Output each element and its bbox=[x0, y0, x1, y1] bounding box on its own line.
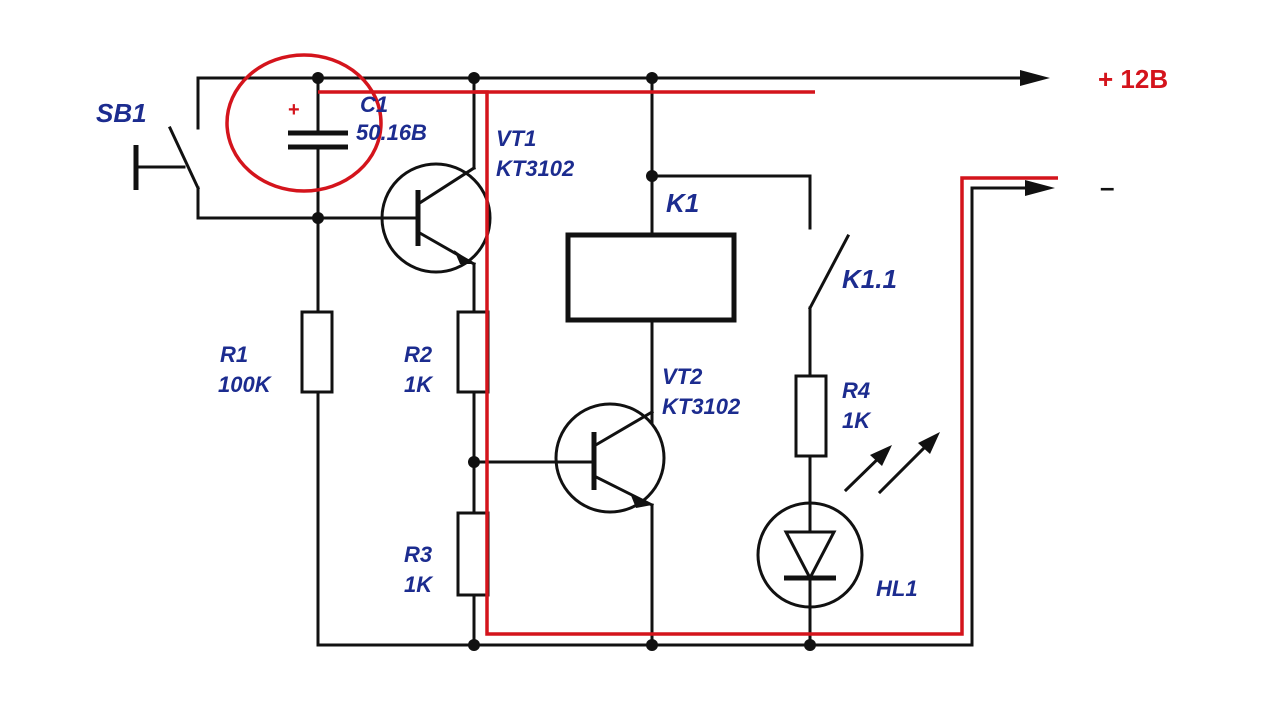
k1-label: K1 bbox=[666, 188, 699, 218]
vt1-transistor bbox=[316, 76, 492, 647]
r1-label: R1 bbox=[220, 342, 248, 367]
r4-resistor bbox=[794, 374, 828, 458]
negative-rail bbox=[316, 180, 1055, 647]
vt2-transistor bbox=[472, 402, 666, 647]
r2-label: R2 bbox=[404, 342, 433, 367]
r4-value: 1K bbox=[842, 408, 872, 433]
r2-value: 1K bbox=[404, 372, 434, 397]
hl1-led bbox=[756, 432, 940, 647]
r3-resistor bbox=[456, 511, 490, 597]
r1-value: 100K bbox=[218, 372, 273, 397]
positive-rail-label: + 12B bbox=[1098, 64, 1168, 94]
junction-dots bbox=[312, 72, 816, 651]
c1-polarity: + bbox=[288, 99, 300, 121]
r2-resistor bbox=[456, 310, 490, 394]
r3-value: 1K bbox=[404, 572, 434, 597]
vt2-part: KT3102 bbox=[662, 394, 741, 419]
c1-label: C1 bbox=[360, 92, 388, 117]
negative-rail-label: – bbox=[1100, 172, 1114, 202]
vt1-label: VT1 bbox=[496, 126, 536, 151]
c1-value: 50.16B bbox=[356, 120, 427, 145]
highlight-current-path bbox=[225, 53, 1058, 636]
c1-capacitor bbox=[288, 76, 348, 647]
positive-rail bbox=[196, 70, 1050, 130]
r3-label: R3 bbox=[404, 542, 432, 567]
vt2-label: VT2 bbox=[662, 364, 703, 389]
hl1-label: HL1 bbox=[876, 576, 918, 601]
k11-label: K1.1 bbox=[842, 264, 897, 294]
r1-resistor bbox=[300, 310, 334, 394]
vt1-part: KT3102 bbox=[496, 156, 575, 181]
sb1-pushbutton bbox=[133, 126, 320, 220]
k11-relay-contact bbox=[650, 174, 851, 378]
sb1-label: SB1 bbox=[96, 98, 147, 128]
k1-relay-coil bbox=[565, 76, 737, 432]
r4-label: R4 bbox=[842, 378, 870, 403]
